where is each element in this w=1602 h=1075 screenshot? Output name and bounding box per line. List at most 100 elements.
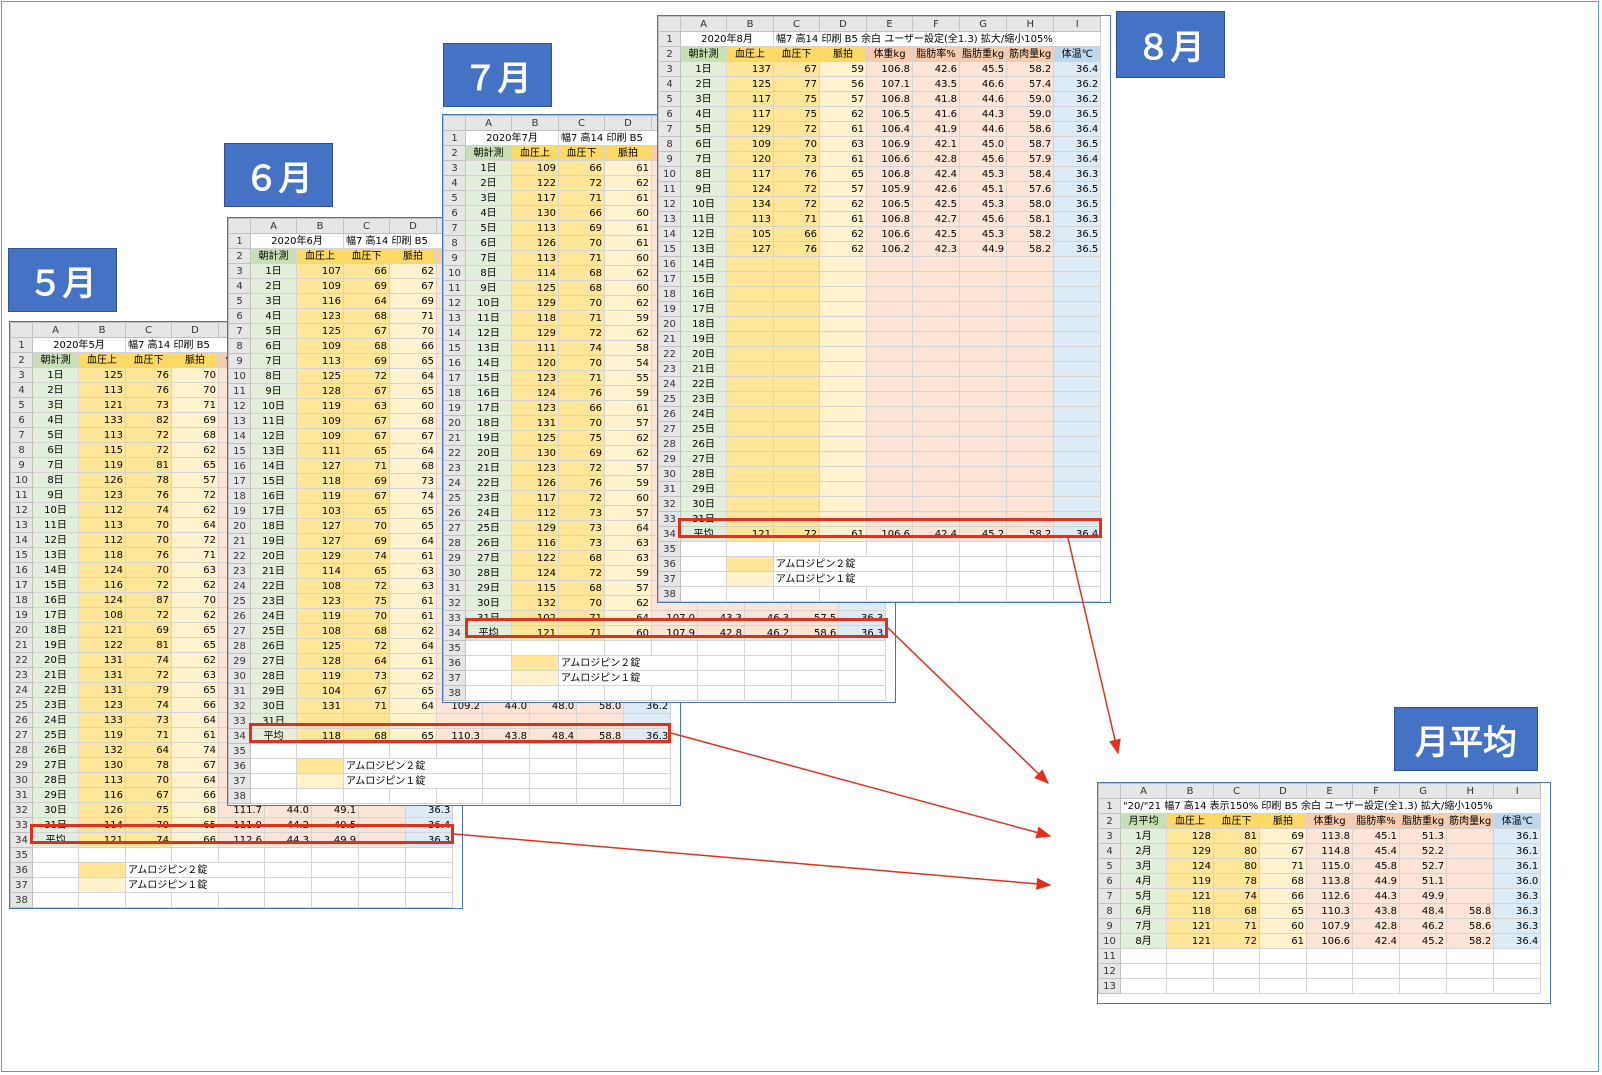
value-cell[interactable]: 72 (171, 532, 219, 548)
value-cell[interactable] (912, 376, 960, 392)
row-header[interactable]: 37 (10, 877, 33, 893)
day-cell[interactable]: 18日 (680, 316, 727, 332)
value-cell[interactable]: 104 (296, 683, 344, 699)
value-cell[interactable] (726, 376, 774, 392)
day-cell[interactable]: 4月 (1120, 873, 1167, 889)
value-cell[interactable]: 59.0 (1006, 106, 1055, 122)
value-cell[interactable]: 76 (125, 382, 172, 398)
value-cell[interactable]: 68 (343, 623, 390, 639)
value-cell[interactable]: 76 (125, 487, 172, 503)
value-cell[interactable] (1006, 256, 1055, 272)
day-cell[interactable]: 19日 (32, 637, 79, 653)
value-cell[interactable] (726, 421, 774, 437)
value-cell[interactable]: 124 (726, 181, 774, 197)
value-cell[interactable]: 68 (558, 265, 605, 281)
day-cell[interactable]: 14日 (680, 256, 727, 272)
row-header[interactable]: 15 (658, 241, 681, 257)
value-cell[interactable]: 130 (511, 445, 559, 461)
value-cell[interactable]: 42.4 (912, 166, 960, 182)
day-cell[interactable]: 6日 (465, 235, 512, 251)
value-cell[interactable] (1006, 391, 1055, 407)
row-header[interactable]: 32 (10, 802, 33, 818)
value-cell[interactable]: 114 (296, 563, 344, 579)
value-cell[interactable]: 130 (78, 757, 126, 773)
value-cell[interactable]: 63 (171, 667, 219, 683)
value-cell[interactable]: 57 (819, 91, 867, 107)
value-cell[interactable]: 72 (558, 565, 605, 581)
value-cell[interactable]: 68 (389, 458, 437, 474)
value-cell[interactable]: 131 (78, 652, 126, 668)
value-cell[interactable]: 62 (171, 577, 219, 593)
row-header[interactable]: 26 (658, 406, 681, 422)
value-cell[interactable] (958, 301, 1008, 317)
row-header[interactable]: 19 (10, 607, 33, 623)
value-cell[interactable]: 125 (296, 323, 344, 339)
value-cell[interactable]: 44.9 (1352, 873, 1400, 889)
empty-cell[interactable] (1053, 586, 1102, 602)
column-header-D[interactable]: D (819, 16, 867, 32)
empty-cell[interactable] (358, 892, 407, 908)
value-cell[interactable] (1446, 828, 1495, 844)
row-header[interactable]: 2 (443, 145, 466, 161)
value-cell[interactable]: 109 (511, 160, 559, 176)
value-cell[interactable] (912, 451, 960, 467)
value-cell[interactable]: 106.4 (866, 121, 913, 137)
value-cell[interactable]: 61 (604, 235, 652, 251)
value-cell[interactable]: 105 (726, 226, 774, 242)
value-cell[interactable]: 57 (819, 181, 867, 197)
value-cell[interactable]: 63 (343, 398, 390, 414)
row-header[interactable]: 23 (10, 667, 33, 683)
value-cell[interactable]: 64 (604, 520, 652, 536)
value-cell[interactable] (958, 376, 1008, 392)
value-cell[interactable]: 57 (171, 472, 219, 488)
day-cell[interactable]: 20日 (32, 652, 79, 668)
value-cell[interactable] (1053, 406, 1102, 422)
value-cell[interactable]: 61 (389, 608, 437, 624)
row-header[interactable]: 18 (443, 385, 466, 401)
column-header-I[interactable]: I (1493, 783, 1542, 799)
value-cell[interactable] (773, 391, 820, 407)
value-cell[interactable]: 42.3 (912, 241, 960, 257)
value-cell[interactable]: 59 (604, 385, 652, 401)
value-cell[interactable]: 36.4 (1053, 121, 1102, 137)
value-cell[interactable]: 72 (125, 442, 172, 458)
value-cell[interactable]: 71 (125, 727, 172, 743)
value-cell[interactable] (866, 481, 913, 497)
day-cell[interactable]: 26日 (680, 436, 727, 452)
value-cell[interactable]: 59.0 (1006, 91, 1055, 107)
value-cell[interactable]: 70 (558, 355, 605, 371)
value-cell[interactable]: 44.6 (958, 91, 1008, 107)
value-cell[interactable]: 126 (78, 472, 126, 488)
row-header[interactable]: 9 (10, 457, 33, 473)
value-cell[interactable] (1006, 421, 1055, 437)
value-cell[interactable] (866, 496, 913, 512)
row-header[interactable]: 15 (443, 340, 466, 356)
day-cell[interactable]: 9日 (32, 487, 79, 503)
value-cell[interactable]: 111 (511, 340, 559, 356)
value-cell[interactable] (912, 361, 960, 377)
value-cell[interactable]: 72 (125, 427, 172, 443)
value-cell[interactable]: 65 (343, 503, 390, 519)
row-header[interactable]: 2 (658, 46, 681, 62)
value-cell[interactable]: 43.8 (1352, 903, 1400, 919)
day-cell[interactable]: 2日 (680, 76, 727, 92)
value-cell[interactable]: 57 (604, 505, 652, 521)
value-cell[interactable]: 61 (604, 190, 652, 206)
day-cell[interactable]: 25日 (32, 727, 79, 743)
day-cell[interactable]: 11日 (680, 211, 727, 227)
value-cell[interactable]: 81 (125, 637, 172, 653)
value-cell[interactable] (726, 256, 774, 272)
row-header[interactable]: 32 (228, 698, 251, 714)
value-cell[interactable]: 114 (511, 265, 559, 281)
row-header[interactable]: 32 (443, 595, 466, 611)
value-cell[interactable]: 62 (819, 241, 867, 257)
value-cell[interactable]: 36.1 (1493, 858, 1542, 874)
value-cell[interactable]: 128 (296, 653, 344, 669)
value-cell[interactable]: 109 (296, 338, 344, 354)
value-cell[interactable]: 129 (511, 295, 559, 311)
value-cell[interactable]: 62 (604, 595, 652, 611)
value-cell[interactable]: 45.3 (958, 166, 1008, 182)
day-cell[interactable]: 10日 (680, 196, 727, 212)
row-header[interactable]: 25 (443, 490, 466, 506)
value-cell[interactable]: 113 (78, 427, 126, 443)
